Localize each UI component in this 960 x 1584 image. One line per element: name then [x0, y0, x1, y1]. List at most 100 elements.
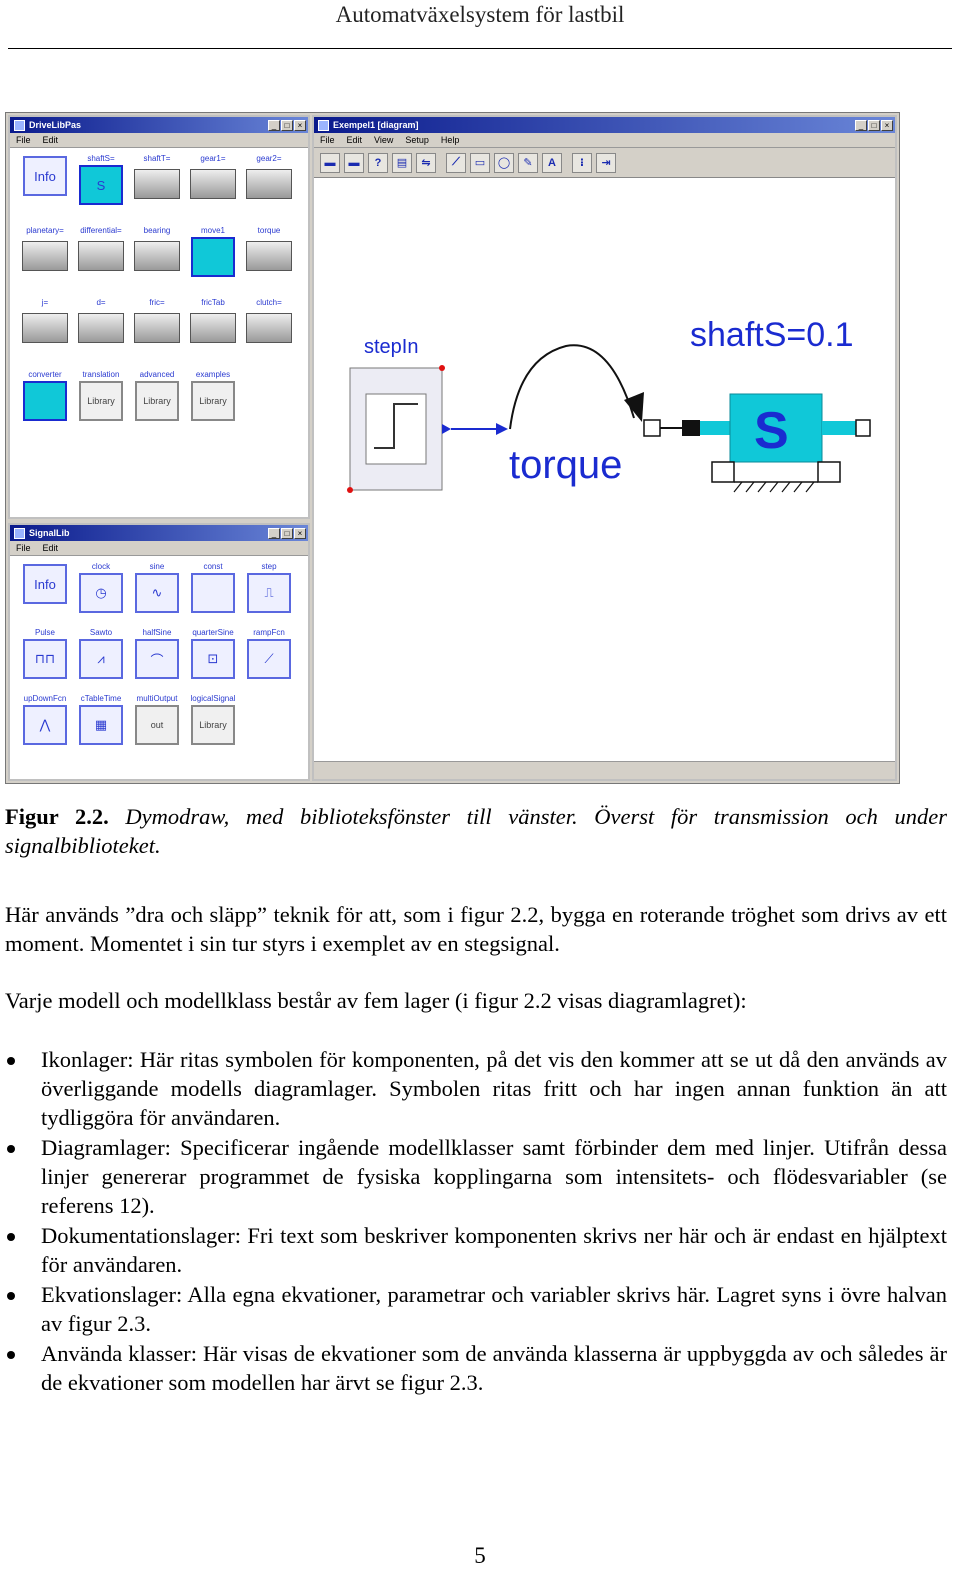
toolbar-button-icon[interactable]: ▬ [320, 152, 340, 173]
minimize-icon[interactable]: _ [268, 119, 280, 131]
diagram-titlebar[interactable]: Exempel1 [diagram] _ □ × [314, 117, 895, 133]
close-icon[interactable]: × [881, 119, 893, 131]
close-icon[interactable]: × [294, 119, 306, 131]
library-component[interactable]: d= [74, 298, 128, 343]
maximize-icon[interactable]: □ [868, 119, 880, 131]
minimize-icon[interactable]: _ [855, 119, 867, 131]
drive-library-titlebar[interactable]: DriveLibPas _ □ × [10, 117, 308, 133]
maximize-icon[interactable]: □ [281, 119, 293, 131]
diagram-canvas[interactable]: stepIn torque shaftS=0.1 [314, 178, 895, 761]
component-label: upDownFcn [23, 694, 67, 703]
library-component[interactable]: Info [18, 154, 72, 196]
menu-edit[interactable]: Edit [42, 135, 59, 145]
menu-setup[interactable]: Setup [405, 135, 429, 145]
library-component[interactable]: clock◷ [74, 562, 128, 613]
toolbar-button-icon[interactable]: ⁝ [572, 152, 592, 173]
shaft-body[interactable] [729, 393, 823, 463]
component-icon: Info [23, 156, 67, 196]
library-component[interactable]: gear2= [242, 154, 296, 199]
library-component[interactable]: clutch= [242, 298, 296, 343]
menu-view[interactable]: View [374, 135, 394, 145]
window-title: Exempel1 [diagram] [333, 120, 419, 130]
shaft-label: shaftS=0.1 [690, 316, 854, 354]
component-label: gear1= [200, 154, 226, 163]
component-icon: ⊡ [191, 639, 235, 679]
menu-file[interactable]: File [16, 135, 31, 145]
toolbar-button-icon[interactable]: ▬ [344, 152, 364, 173]
library-component[interactable]: step⎍ [242, 562, 296, 613]
menu-file[interactable]: File [320, 135, 335, 145]
library-component[interactable]: multiOutput out [130, 694, 184, 745]
toolbar-button-icon[interactable]: ⇋ [416, 152, 436, 173]
component-icon: ⋀ [23, 705, 67, 745]
window-title: DriveLibPas [29, 120, 82, 130]
library-component[interactable]: fric= [130, 298, 184, 343]
page-number: 5 [474, 1543, 486, 1568]
library-component[interactable]: planetary= [18, 226, 72, 271]
window-icon [14, 527, 25, 539]
component-icon [22, 313, 68, 343]
toolbar-button-icon[interactable]: ⟋ [446, 152, 466, 173]
library-component[interactable]: upDownFcn ⋀ [18, 694, 72, 745]
library-component[interactable]: cTableTime▦ [74, 694, 128, 745]
library-component[interactable]: torque [242, 226, 296, 271]
shaft-left-flange[interactable] [682, 420, 700, 436]
close-icon[interactable]: × [294, 527, 306, 539]
component-icon: out [135, 705, 179, 745]
signal-library-titlebar[interactable]: SignalLib _ □ × [10, 525, 308, 541]
toolbar-button-icon[interactable]: ▤ [392, 152, 412, 173]
library-component[interactable]: converter [18, 370, 72, 421]
shaft-right-flange[interactable] [855, 419, 871, 437]
library-component[interactable]: j= [18, 298, 72, 343]
paragraph: Varje modell och modellklass består av f… [5, 988, 747, 1013]
library-component[interactable]: const [186, 562, 240, 613]
selection-handle[interactable] [347, 487, 353, 493]
diagram-window[interactable]: Exempel1 [diagram] _ □ × File Edit View … [312, 115, 897, 781]
component-label: multiOutput [136, 694, 178, 703]
horizontal-scrollbar[interactable] [314, 761, 895, 779]
library-component[interactable]: move1 [186, 226, 240, 277]
menu-edit[interactable]: Edit [42, 543, 59, 553]
torque-flange[interactable] [643, 419, 661, 437]
component-icon [191, 237, 235, 277]
toolbar-button-icon[interactable]: ⇥ [596, 152, 616, 173]
library-component[interactable]: shaftT= [130, 154, 184, 199]
toolbar-button-icon[interactable]: ▭ [470, 152, 490, 173]
library-component[interactable]: rampFcn⟋ [242, 628, 296, 679]
library-component[interactable]: shaftS=S [74, 154, 128, 205]
component-icon [190, 313, 236, 343]
selection-handle[interactable] [439, 365, 445, 371]
menu-help[interactable]: Help [440, 135, 460, 145]
component-label: planetary= [26, 226, 64, 235]
window-icon [14, 119, 25, 131]
torque-label: torque [509, 443, 622, 487]
toolbar-button-icon[interactable]: ◯ [494, 152, 514, 173]
library-component[interactable]: quarterSine⊡ [186, 628, 240, 679]
library-component[interactable]: bearing [130, 226, 184, 271]
toolbar-button-icon[interactable]: ✎ [518, 152, 538, 173]
toolbar-button-icon[interactable]: ? [368, 152, 388, 173]
library-component[interactable]: Info [18, 562, 72, 604]
menu-file[interactable]: File [16, 543, 31, 553]
minimize-icon[interactable]: _ [268, 527, 280, 539]
library-component[interactable]: gear1= [186, 154, 240, 199]
torque-input-port[interactable] [496, 423, 508, 435]
library-component[interactable]: Pulse⊓⊓ [18, 628, 72, 679]
maximize-icon[interactable]: □ [281, 527, 293, 539]
menu-edit[interactable]: Edit [346, 135, 363, 145]
library-component[interactable]: sine∿ [130, 562, 184, 613]
library-component[interactable]: differential= [74, 226, 128, 271]
component-label: fric= [149, 298, 165, 307]
library-component[interactable]: halfSine⌒ [130, 628, 184, 679]
library-component[interactable]: fricTab [186, 298, 240, 343]
toolbar-button-icon[interactable]: A [542, 152, 562, 173]
step-output-port[interactable] [442, 424, 451, 434]
library-component[interactable]: Sawto⩘ [74, 628, 128, 679]
